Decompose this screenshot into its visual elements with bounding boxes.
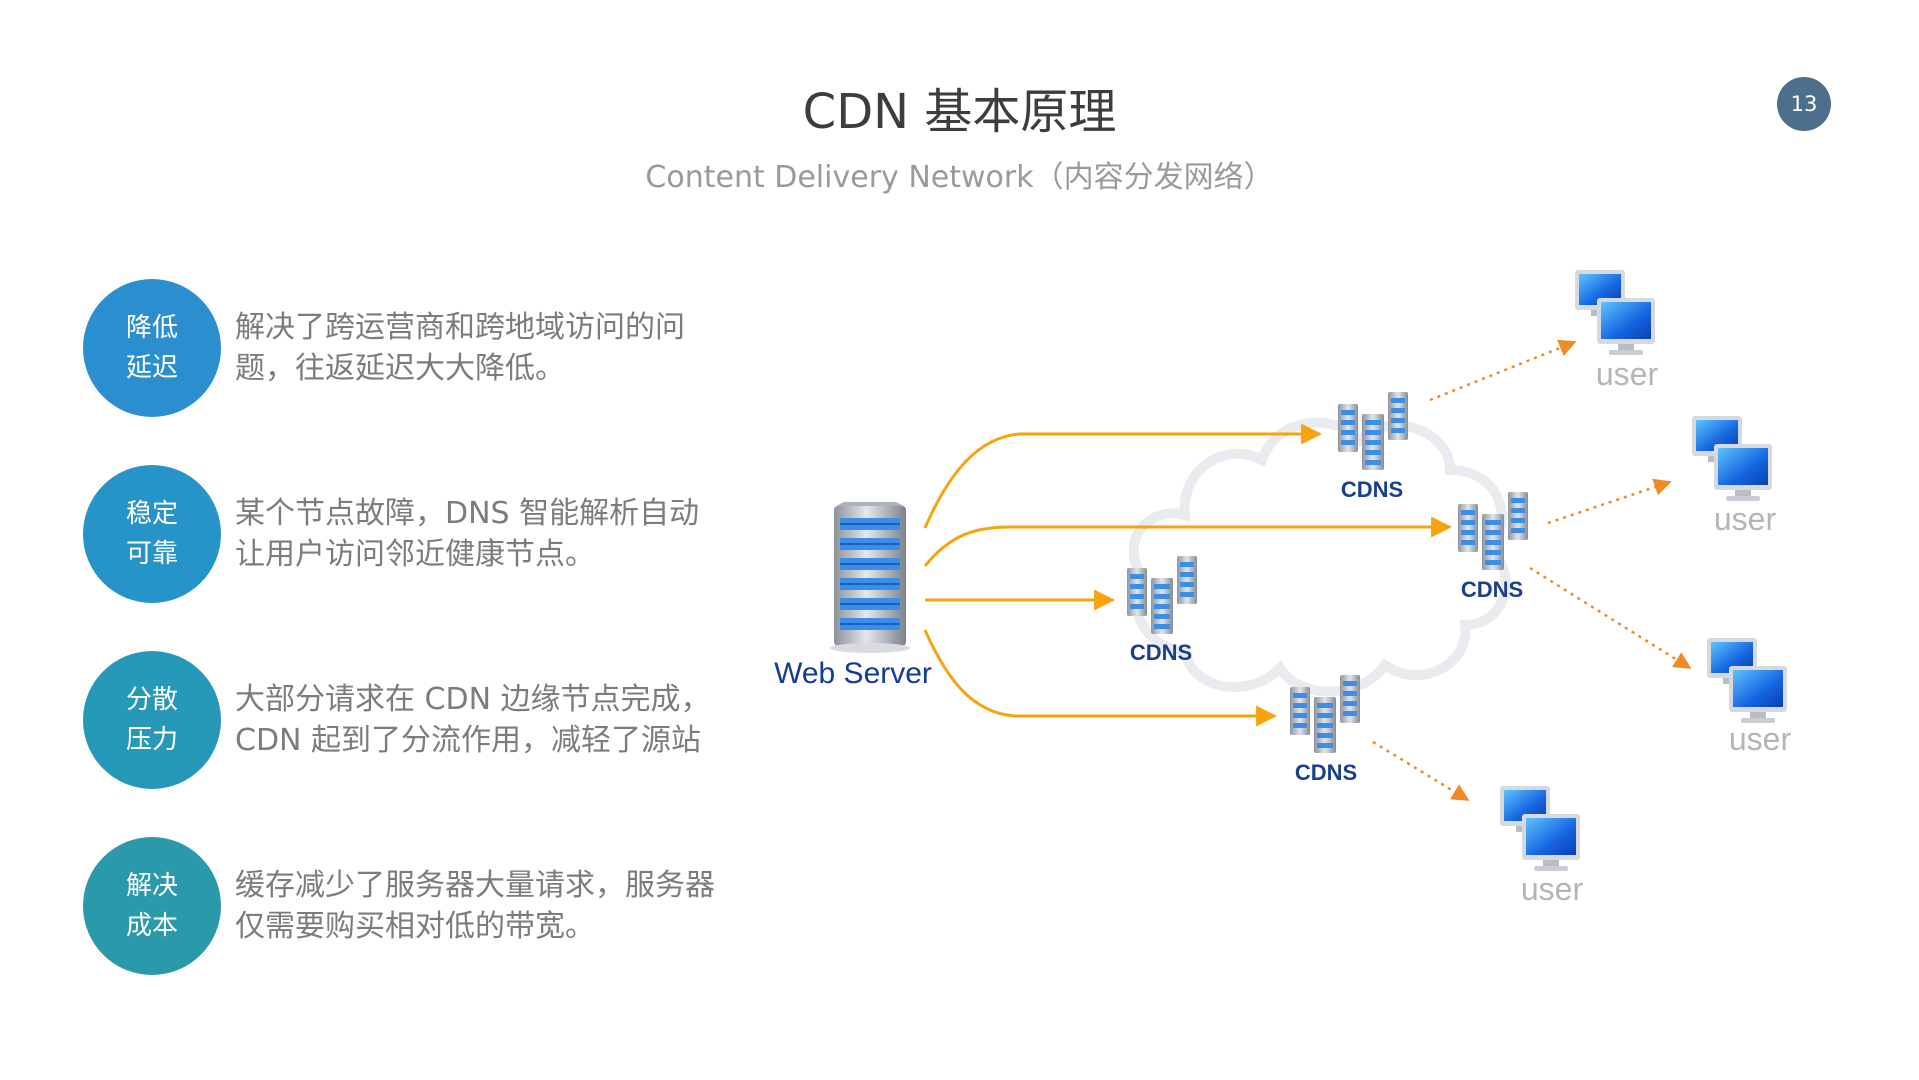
- description-line: 缓存减少了服务器大量请求，服务器: [235, 868, 715, 903]
- description-line: 大部分请求在 CDN 边缘节点完成，: [235, 682, 711, 717]
- user-computer-icon: [1500, 786, 1580, 871]
- description-line: 题，往返延迟大大降低。: [235, 351, 565, 386]
- benefit-description: 缓存减少了服务器大量请求，服务器 仅需要购买相对低的带宽。: [235, 865, 765, 947]
- benefit-description: 解决了跨运营商和跨地域访问的问 题，往返延迟大大降低。: [235, 307, 765, 389]
- badge-line: 压力: [125, 725, 178, 755]
- user-computer-icon: [1707, 638, 1787, 723]
- badge-line: 成本: [125, 911, 178, 941]
- page-number-badge: 13: [1777, 77, 1831, 131]
- benefit-latency: 降低 延迟 解决了跨运营商和跨地域访问的问 题，往返延迟大大降低。: [83, 279, 763, 417]
- cdn-server-icon: [1338, 392, 1408, 470]
- benefit-reliability: 稳定 可靠 某个节点故障，DNS 智能解析自动 让用户访问邻近健康节点。: [83, 465, 763, 603]
- user-label: user: [1521, 871, 1584, 907]
- arrow-to-user-4: [1372, 740, 1470, 802]
- server-label: Web Server: [774, 657, 932, 690]
- user-computer-icon: [1692, 416, 1772, 501]
- slide-subtitle: Content Delivery Network（内容分发网络）: [645, 160, 1274, 195]
- cdn-label: CDNS: [1341, 477, 1403, 502]
- cdn-label: CDNS: [1130, 640, 1192, 665]
- benefit-badge: 解决 成本: [83, 837, 221, 975]
- cdn-label: CDNS: [1461, 577, 1523, 602]
- description-line: 让用户访问邻近健康节点。: [235, 537, 595, 572]
- benefit-description: 某个节点故障，DNS 智能解析自动 让用户访问邻近健康节点。: [235, 493, 765, 575]
- badge-line: 分散: [125, 685, 178, 715]
- benefit-cost: 解决 成本 缓存减少了服务器大量请求，服务器 仅需要购买相对低的带宽。: [83, 837, 763, 975]
- edge-arrows: [1372, 339, 1692, 802]
- badge-line: 解决: [125, 871, 178, 901]
- benefit-badge: 降低 延迟: [83, 279, 221, 417]
- user-computer-icon: [1575, 270, 1655, 355]
- origin-arrows: [923, 423, 1453, 727]
- arrow-to-user-3: [1529, 566, 1692, 670]
- badge-line: 可靠: [125, 539, 178, 569]
- cdn-server-icon: [1458, 492, 1528, 570]
- badge-line: 降低: [125, 313, 178, 343]
- arrow-to-cdn-4: [923, 629, 1278, 727]
- badge-line: 延迟: [125, 353, 178, 383]
- description-line: 仅需要购买相对低的带宽。: [235, 909, 595, 944]
- description-line: 某个节点故障，DNS 智能解析自动: [235, 496, 700, 531]
- description-line: 解决了跨运营商和跨地域访问的问: [235, 310, 685, 345]
- user-label: user: [1729, 721, 1792, 757]
- description-line: CDN 起到了分流作用，减轻了源站: [235, 723, 702, 758]
- cdn-label: CDNS: [1295, 760, 1357, 785]
- arrow-to-user-1: [1429, 339, 1577, 402]
- benefit-load: 分散 压力 大部分请求在 CDN 边缘节点完成， CDN 起到了分流作用，减轻了…: [83, 651, 763, 789]
- benefit-badge: 稳定 可靠: [83, 465, 221, 603]
- arrow-to-user-2: [1547, 478, 1672, 525]
- user-label: user: [1714, 501, 1777, 537]
- cdn-server-icon: [1290, 675, 1360, 753]
- benefit-description: 大部分请求在 CDN 边缘节点完成， CDN 起到了分流作用，减轻了源站: [235, 679, 765, 761]
- benefit-badge: 分散 压力: [83, 651, 221, 789]
- badge-line: 稳定: [125, 499, 178, 529]
- cdn-server-icon: [1127, 556, 1197, 634]
- arrow-to-cdn-1: [923, 423, 1323, 529]
- arrow-to-cdn-2: [923, 516, 1453, 567]
- user-label: user: [1596, 356, 1659, 392]
- slide-title: CDN 基本原理: [802, 84, 1117, 140]
- web-server: [830, 502, 910, 653]
